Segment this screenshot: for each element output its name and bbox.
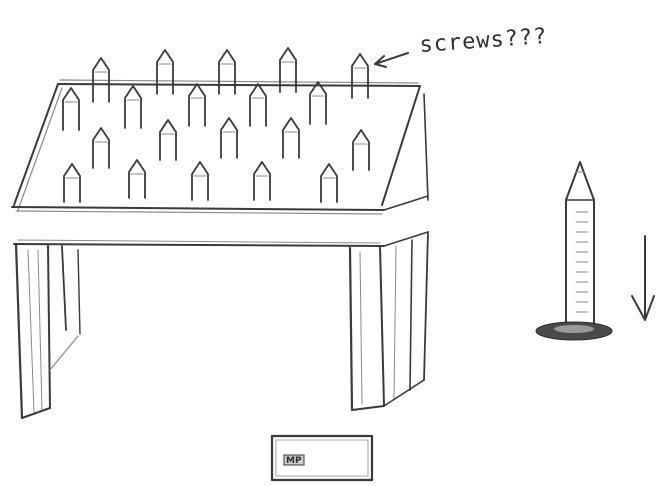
table-spike bbox=[353, 130, 369, 170]
table-spike bbox=[157, 50, 173, 94]
table-spike bbox=[93, 128, 109, 168]
nameplate-text: MP bbox=[286, 456, 302, 466]
table-spike bbox=[310, 82, 326, 124]
table-spike bbox=[64, 164, 80, 202]
table-spike bbox=[321, 164, 337, 202]
table-spike bbox=[219, 50, 235, 94]
screws-label: screws??? bbox=[419, 24, 549, 58]
table-spike bbox=[63, 88, 79, 130]
table-spike bbox=[250, 84, 266, 126]
table-spike bbox=[283, 118, 299, 158]
screw-threads bbox=[576, 212, 588, 312]
table-spikes bbox=[63, 48, 369, 202]
down-arrow-icon bbox=[632, 236, 654, 320]
table-spike bbox=[352, 54, 368, 98]
table-spike bbox=[160, 120, 176, 160]
table-spike bbox=[254, 162, 270, 200]
screw-spike bbox=[536, 162, 612, 340]
table-spike bbox=[189, 84, 205, 126]
table-spike bbox=[129, 160, 145, 198]
spike-bed-table bbox=[12, 80, 428, 418]
screws-annotation: screws??? bbox=[375, 24, 548, 67]
table-spike bbox=[221, 118, 237, 158]
nameplate: MP bbox=[272, 436, 372, 480]
table-spike bbox=[125, 86, 141, 128]
table-spike bbox=[192, 162, 208, 200]
